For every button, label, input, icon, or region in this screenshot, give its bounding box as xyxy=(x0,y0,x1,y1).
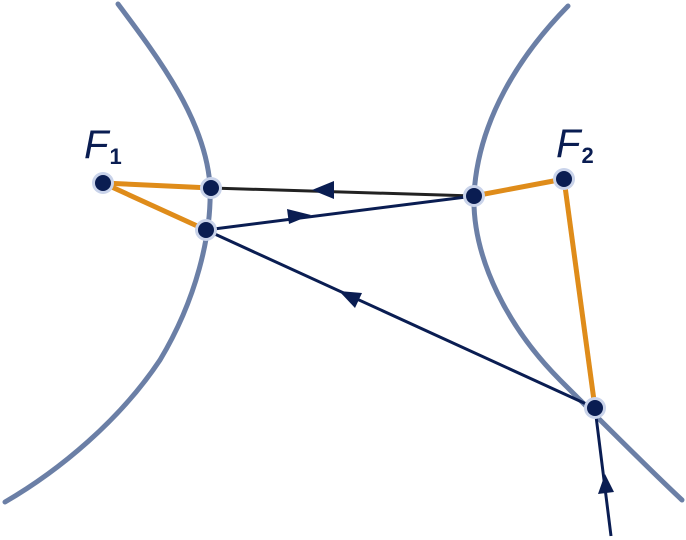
f1-to-upper-left-point xyxy=(102,180,212,191)
focus-f2-point xyxy=(553,168,575,190)
incoming-ray-arrow-icon xyxy=(598,474,614,494)
diagonal-ray-arrow-icon xyxy=(339,291,362,308)
f2-to-lower-right-point xyxy=(561,178,598,409)
incoming-ray xyxy=(593,407,613,537)
left-hyperbola-branch xyxy=(2,1,213,505)
right-reflection-point xyxy=(463,185,485,207)
top-reflected-ray xyxy=(210,186,475,198)
top-ray-arrow-icon xyxy=(312,181,334,199)
right-hyperbola-branch xyxy=(471,3,685,503)
right-point-to-f2 xyxy=(473,176,565,199)
focus-f1-point xyxy=(92,172,114,194)
f1-to-lower-left-point xyxy=(101,180,208,233)
middle-ray xyxy=(205,194,475,232)
f2-label: F2 xyxy=(556,122,594,168)
upper-left-reflection-point xyxy=(200,177,222,199)
lower-right-reflection-point xyxy=(584,397,606,419)
f1-label: F1 xyxy=(84,123,122,169)
middle-ray-arrow-icon xyxy=(287,209,311,224)
diagonal-ray xyxy=(205,228,596,410)
lower-left-reflection-point xyxy=(195,219,217,241)
